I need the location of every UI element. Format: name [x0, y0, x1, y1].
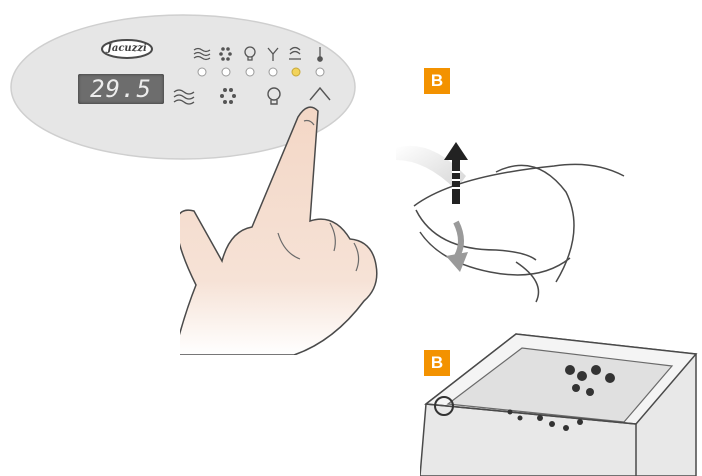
- brand-logo-text: Jacuzzi: [107, 41, 147, 57]
- jets-icon: [219, 47, 232, 61]
- indicator-leds: [198, 68, 324, 76]
- callout-badge-cover: B: [424, 68, 450, 94]
- filter-icon: [268, 48, 278, 61]
- thermometer-icon: [318, 47, 322, 61]
- led-blower: [198, 68, 206, 76]
- hot-tub-illustration: [420, 318, 702, 476]
- cover-lift-illustration: [396, 132, 702, 304]
- led-heater: [292, 68, 300, 76]
- led-jets: [222, 68, 230, 76]
- temperature-display: 29.5: [78, 74, 164, 104]
- temperature-readout: 29.5: [78, 74, 164, 104]
- light-icon: [245, 47, 255, 60]
- heater-icon: [289, 48, 301, 60]
- led-light: [246, 68, 254, 76]
- indicator-icons: [190, 44, 340, 80]
- led-filter: [269, 68, 277, 76]
- blower-icon: [194, 49, 210, 60]
- hand-pressing-button: [180, 95, 400, 355]
- led-thermometer: [316, 68, 324, 76]
